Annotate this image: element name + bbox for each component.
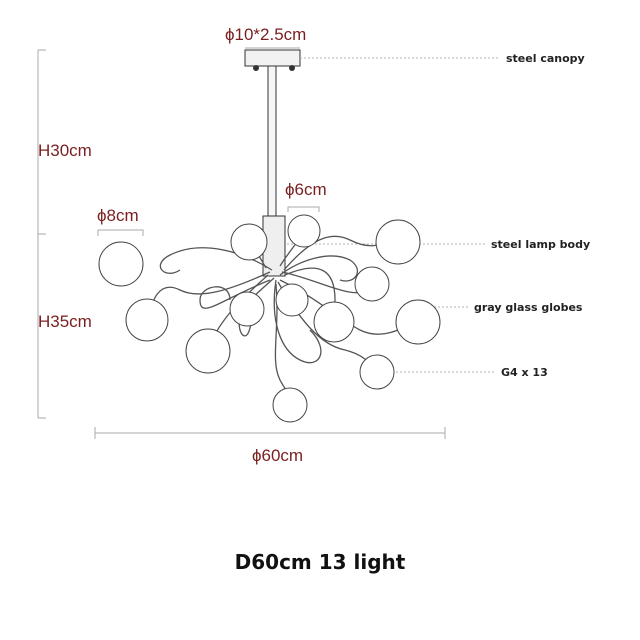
height-dimension-lines bbox=[37, 49, 46, 419]
body-height-label: H35cm bbox=[38, 312, 92, 331]
product-caption: D60cm 13 light bbox=[234, 550, 406, 574]
width-dimension-line bbox=[94, 427, 446, 439]
small-globe-dimension: ϕ6cm bbox=[285, 180, 327, 199]
globe bbox=[275, 283, 309, 317]
globe-dimension-brackets bbox=[97, 206, 320, 236]
bulbs-callout: G4 x 13 bbox=[501, 366, 548, 379]
globe bbox=[375, 219, 421, 265]
body-callout: steel lamp body bbox=[491, 238, 590, 251]
canopy-callout: steel canopy bbox=[506, 52, 585, 65]
globe bbox=[125, 298, 169, 342]
globe bbox=[230, 223, 268, 261]
globes bbox=[98, 214, 441, 423]
globe bbox=[395, 299, 441, 345]
globe bbox=[185, 328, 231, 374]
canopy-dimension: ϕ10*2.5cm bbox=[225, 25, 306, 44]
globes-callout: gray glass globes bbox=[474, 301, 583, 314]
globe bbox=[272, 387, 308, 423]
globe bbox=[359, 354, 395, 390]
globe bbox=[98, 241, 144, 287]
globe bbox=[229, 291, 265, 327]
rod bbox=[267, 65, 277, 217]
globe bbox=[313, 301, 355, 343]
overall-diameter-label: ϕ60cm bbox=[252, 446, 303, 465]
globe bbox=[354, 266, 390, 302]
globe bbox=[287, 214, 321, 248]
rod-height-label: H30cm bbox=[38, 141, 92, 160]
large-globe-dimension: ϕ8cm bbox=[97, 206, 139, 225]
canopy bbox=[244, 47, 301, 71]
